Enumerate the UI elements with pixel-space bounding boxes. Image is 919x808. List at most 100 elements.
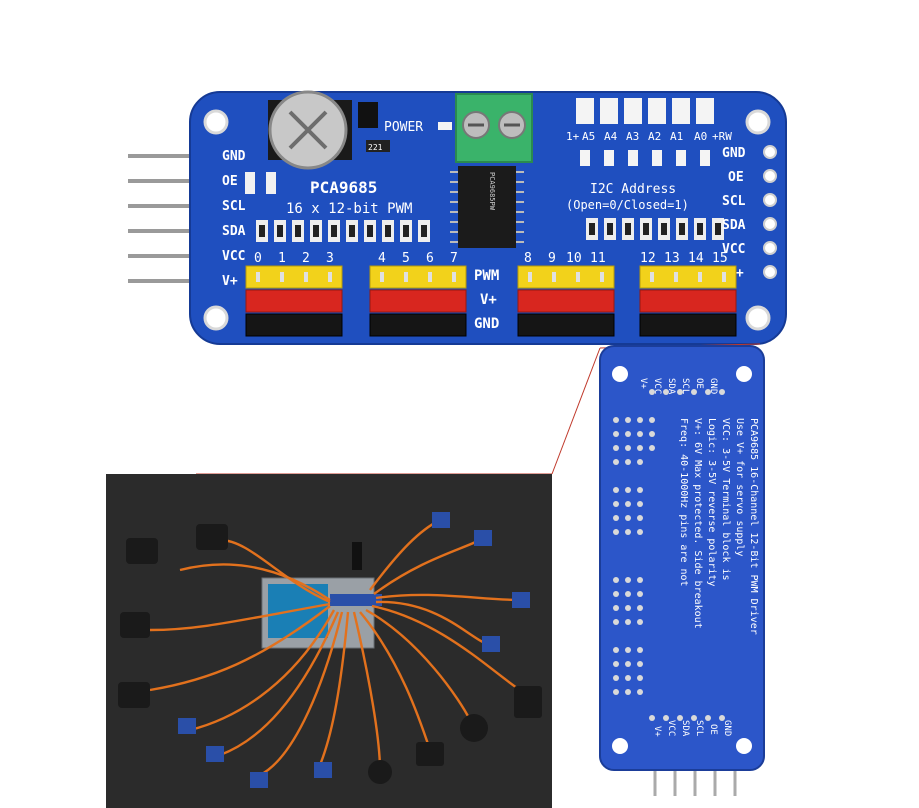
pin-label: OE [694, 378, 704, 389]
i2c-title: I2C Address [590, 182, 676, 197]
pin-label: GND [222, 149, 246, 164]
channel-number: 10 [566, 251, 582, 266]
description-line: Use V+ for servo supply [734, 418, 745, 556]
servo-array-photo [106, 474, 552, 808]
pin-label: SCL [694, 720, 704, 736]
header-group-4-7 [369, 265, 467, 337]
channel-number: 6 [426, 251, 434, 266]
chip-title: PCA9685 [310, 178, 377, 197]
row-label: V+ [480, 292, 497, 308]
pin-label: GND [722, 146, 746, 161]
servo-icon [118, 682, 150, 708]
jumper-label: A2 [648, 130, 661, 143]
servo-icon [178, 718, 196, 734]
servo-icon [514, 686, 542, 718]
address-jumper-pads [576, 98, 714, 124]
pin-label: GND [722, 720, 732, 736]
pca9685-back-board: V+ VCC SDA SCL OE GND PCA9685 16-Channel… [599, 345, 765, 796]
pin-label: SDA [722, 218, 746, 233]
servo-icon [512, 592, 530, 608]
address-jumper-bridges [580, 150, 710, 166]
mount-hole [612, 738, 628, 754]
resistor-code: 221 [368, 143, 383, 152]
pin-label: OE [222, 174, 238, 189]
pin-label: SDA [666, 378, 676, 395]
servo-icon [120, 612, 150, 638]
servo-icon [368, 760, 392, 784]
servo-icon [206, 746, 224, 762]
right-pin-labels: GND OE SCL SDA VCC V+ [722, 146, 746, 281]
smd-components [245, 172, 276, 194]
jumper-label: A4 [604, 130, 618, 143]
servo-icons [118, 512, 542, 788]
i2c-subtitle: (Open=0/Closed=1) [566, 198, 689, 212]
address-jumper-labels: 1+ A5 A4 A3 A2 A1 A0 +RW [566, 130, 732, 143]
servo-icon [314, 762, 332, 778]
pin-label: VCC [666, 720, 676, 736]
resistor-array-right [586, 218, 724, 240]
pin-label: V+ [222, 274, 238, 289]
channel-number: 9 [548, 251, 556, 266]
servo-icon [126, 538, 158, 564]
channel-number: 8 [524, 251, 532, 266]
dc-jack [352, 542, 362, 570]
channel-number: 13 [664, 251, 680, 266]
back-hole-grid [613, 389, 725, 721]
resistor-221 [366, 140, 390, 152]
row-labels: PWM V+ GND [474, 268, 499, 332]
back-bottom-pin-labels: V+ VCC SDA SCL OE GND [652, 720, 732, 737]
chip-marking: PCA9685PW [488, 172, 496, 211]
pin-label: SDA [222, 224, 246, 239]
transistor [358, 102, 378, 128]
pin-label: VCC [222, 249, 245, 264]
pin-label: VCC [722, 242, 745, 257]
description-line: VCC: 3-5V Terminal block is [720, 418, 731, 581]
mount-hole [745, 109, 771, 135]
description-line: Logic: 3-5V reverse polarity [706, 418, 717, 587]
channel-number: 2 [302, 251, 310, 266]
mount-hole [736, 738, 752, 754]
channel-number: 1 [278, 251, 286, 266]
back-description: PCA9685 16-Channel 12-Bit PWM Driver Use… [678, 418, 759, 635]
pin-label: GND [708, 378, 718, 394]
description-line: PCA9685 16-Channel 12-Bit PWM Driver [748, 418, 759, 635]
pin-label: SCL [680, 378, 690, 394]
pin-label: SCL [722, 194, 746, 209]
description-line: Freq: 40-1000Hz pins are not [678, 418, 689, 587]
jumper-label: A3 [626, 130, 639, 143]
mount-hole [203, 109, 229, 135]
servo-icon [416, 742, 444, 766]
electrolytic-capacitor [268, 90, 352, 170]
servo-icon [432, 512, 450, 528]
pin-label: VCC [652, 378, 662, 394]
channel-number: 4 [378, 251, 386, 266]
pin-label: OE [708, 724, 718, 735]
servo-icon [196, 524, 228, 550]
row-label: PWM [474, 268, 499, 284]
servo-icon [250, 772, 268, 788]
pin-label: SDA [680, 720, 690, 737]
pin-label: OE [728, 170, 744, 185]
resistor-array-left [256, 220, 430, 242]
power-label: POWER [384, 120, 423, 135]
channel-number: 12 [640, 251, 656, 266]
jumper-label: A5 [582, 130, 595, 143]
jumper-label: +RW [712, 130, 732, 143]
right-pin-holes [763, 145, 777, 279]
channel-number: 0 [254, 251, 262, 266]
mount-hole [745, 305, 771, 331]
channel-number: 14 [688, 251, 704, 266]
mount-hole [203, 305, 229, 331]
row-label: GND [474, 316, 499, 332]
mount-hole [736, 366, 752, 382]
channel-number: 5 [402, 251, 410, 266]
header-group-12-15 [639, 265, 737, 337]
channel-number: 7 [450, 251, 458, 266]
pca9685-front-board: POWER 221 PCA9685PW [128, 90, 787, 345]
pwm-board-small [330, 594, 382, 606]
header-group-8-11 [517, 265, 615, 337]
servo-icon [474, 530, 492, 546]
pin-label: V+ [638, 378, 648, 389]
mount-hole [612, 366, 628, 382]
